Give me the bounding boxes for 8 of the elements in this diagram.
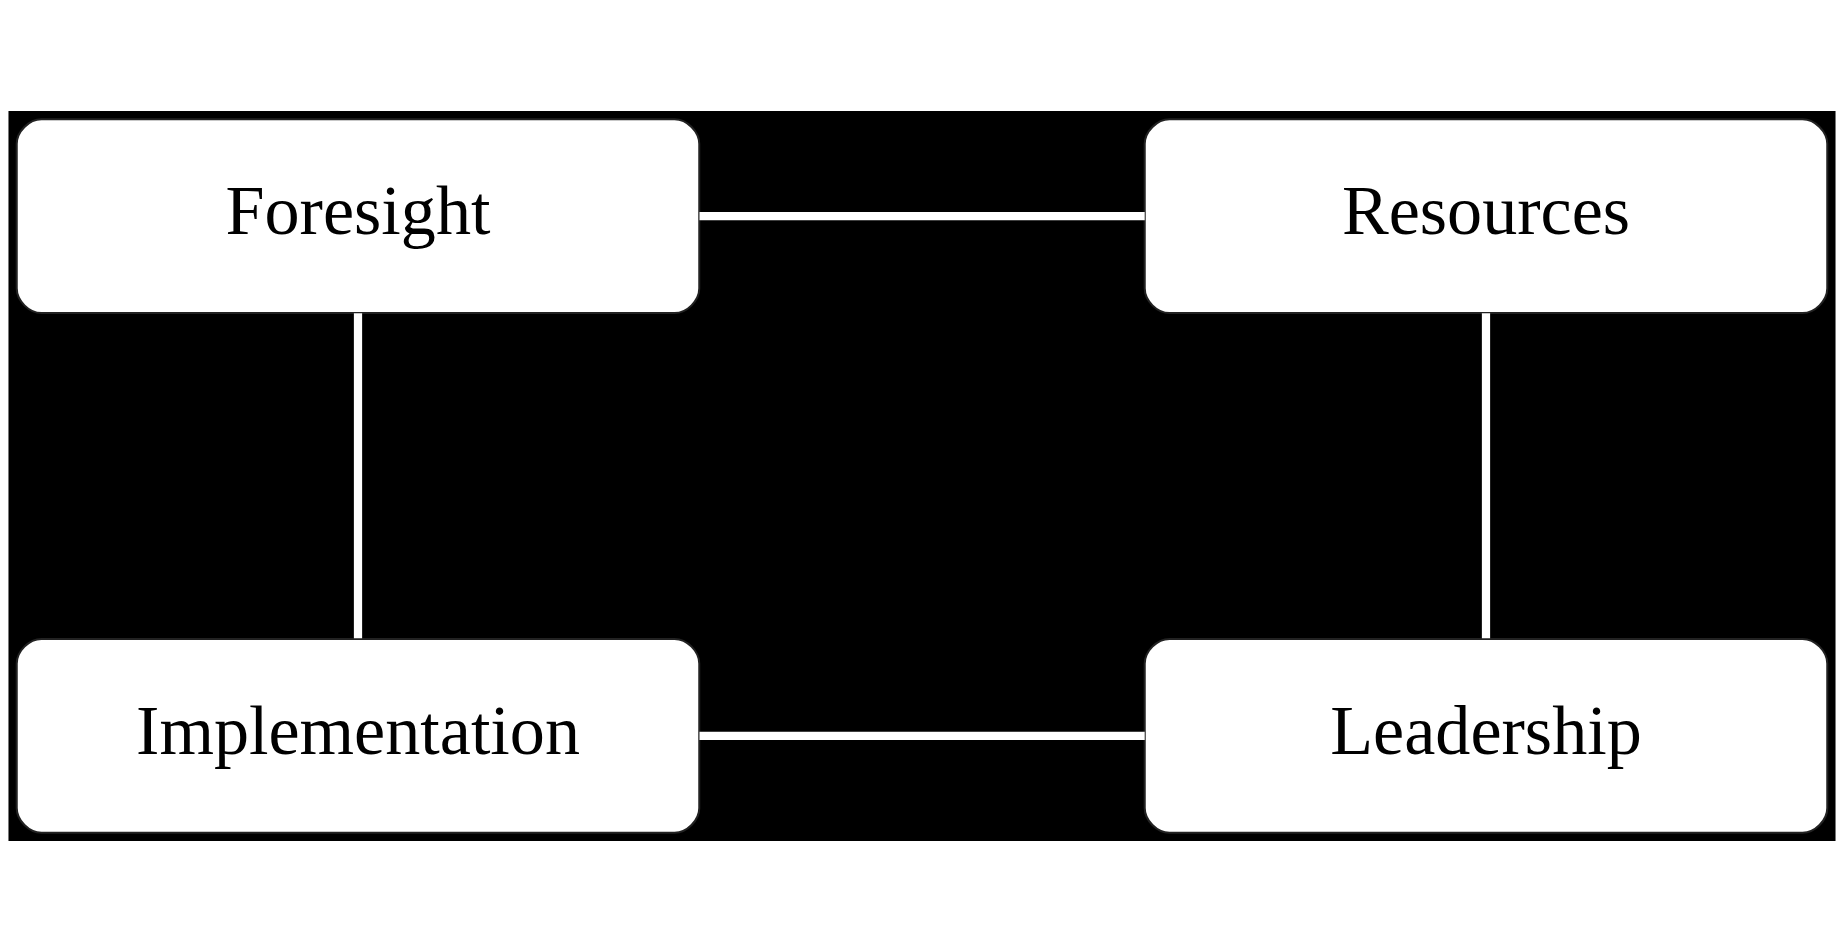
connector [699,731,1145,740]
connector [353,312,363,638]
node-box: Foresight [15,117,701,314]
node-box: Leadership [1143,637,1829,834]
node-box: Resources [1143,117,1829,314]
node-box: Implementation [15,637,701,834]
connector [1481,312,1491,638]
connector [699,211,1145,220]
